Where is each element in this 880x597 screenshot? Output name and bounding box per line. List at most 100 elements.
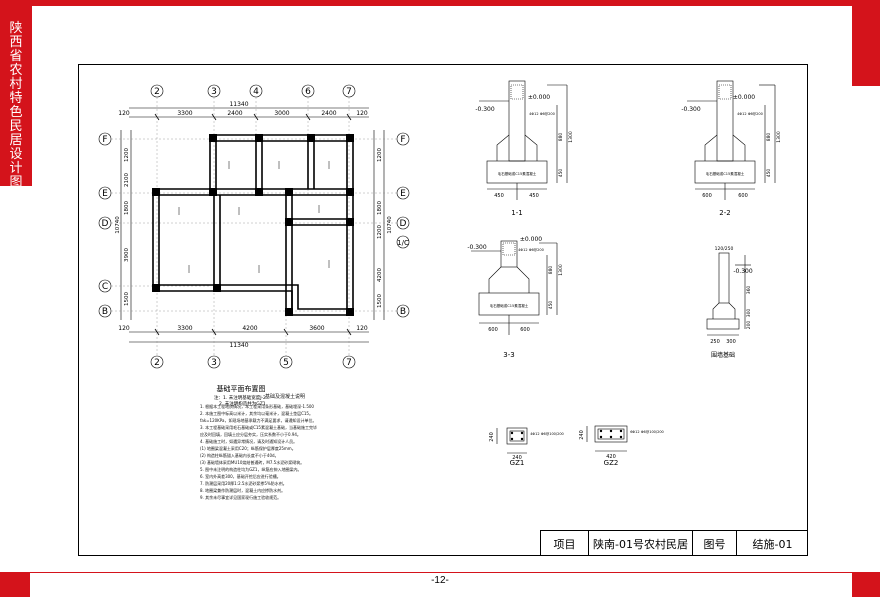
foundation-walls bbox=[152, 134, 354, 316]
dim-right-total: 10740 bbox=[387, 216, 393, 234]
dim-vert: 880 bbox=[558, 133, 564, 142]
dim-bottom: 120 bbox=[356, 325, 368, 332]
right-red-band-bottom bbox=[852, 572, 880, 597]
detail-wall-base bbox=[706, 252, 751, 336]
dim-bottom: 3600 bbox=[309, 325, 324, 332]
elevation: ±0.000 bbox=[528, 94, 550, 101]
dim: 450 bbox=[529, 193, 539, 199]
axis-left-label: B bbox=[102, 307, 108, 317]
note-line: 4. 基础施工时，如遇异常情况，请及时通知设计人员。 bbox=[200, 439, 298, 444]
project-name: 陕南-01号农村民居 bbox=[589, 531, 693, 556]
dim-top: 3000 bbox=[274, 110, 289, 117]
dim: 600 bbox=[702, 193, 712, 199]
dim-vert: 1300 bbox=[776, 131, 782, 143]
base-note: 毛石基础或C15素混凝土 bbox=[706, 171, 745, 176]
top-red-bar bbox=[0, 0, 880, 6]
rebar-note: 4Φ12 Φ6@200 bbox=[529, 112, 555, 116]
construction-notes: 基础及混凝土说明 1. 根据本工程地质情况，本工程采用条形基础，基础埋深-1.5… bbox=[200, 394, 370, 501]
column-rebar: 4Φ12 Φ6@100/200 bbox=[530, 432, 564, 436]
notes-title: 基础及混凝土说明 bbox=[264, 394, 305, 400]
axis-top-label: 4 bbox=[253, 87, 259, 97]
dim-top: 120 bbox=[356, 110, 368, 117]
column-label: GZ1 bbox=[510, 459, 525, 467]
dim-right: 1200 bbox=[377, 225, 383, 239]
note-line: 应及时回填，回填土应分层夯实，压实系数不小于0.94。 bbox=[200, 432, 301, 437]
note-line: (3) 基础墙体采用MU10烧结普通砖，M7.5水泥砂浆砌筑。 bbox=[200, 460, 305, 465]
axis-top-label: 2 bbox=[154, 87, 160, 97]
dim-top: 2400 bbox=[227, 110, 242, 117]
dim-right: 4200 bbox=[377, 268, 383, 282]
column-size: 240 bbox=[489, 432, 495, 442]
dim: 450 bbox=[494, 193, 504, 199]
column-gz1 bbox=[496, 427, 528, 454]
axis-left-label: F bbox=[102, 135, 107, 145]
axis-top-label: 7 bbox=[346, 87, 352, 97]
base-note: 毛石基础或C15素混凝土 bbox=[490, 303, 529, 308]
axis-top-label: 6 bbox=[305, 87, 311, 97]
dim-vert: 880 bbox=[548, 266, 554, 275]
detail-label: 围墙基础 bbox=[711, 351, 735, 359]
note-line: fak=120KPa，如现场地基承载力不满足要求，请通知设计单位。 bbox=[200, 418, 317, 423]
dim-vert: 450 bbox=[766, 169, 772, 178]
note-line: 8. 地圈梁兼作防潮层时，混凝土内应掺防水剂。 bbox=[200, 488, 286, 493]
dim-top: 120 bbox=[118, 110, 130, 117]
note-line: 9. 其余未尽事宜详见国家现行施工验收规范。 bbox=[200, 495, 282, 500]
elevation: ±0.000 bbox=[733, 94, 755, 101]
dim-left: 1500 bbox=[124, 292, 130, 306]
dim-left-total: 10740 bbox=[115, 216, 121, 234]
dim-right: 1500 bbox=[377, 294, 383, 308]
detail-label: 1-1 bbox=[511, 209, 522, 217]
note-line: 6. 室内外高差300，基础开挖后应进行验槽。 bbox=[200, 474, 281, 479]
title-block: 项目 陕南-01号农村民居 图号 结施-01 bbox=[540, 530, 808, 556]
axis-top-label: 3 bbox=[211, 87, 217, 97]
note-line: (1) 地圈梁混凝土采用C20；纵筋保护层厚度25mm。 bbox=[200, 446, 296, 451]
title-block-label-drawing: 图号 bbox=[693, 531, 737, 556]
base-note: 毛石基础或C15素混凝土 bbox=[498, 171, 537, 176]
drawing-number: 结施-01 bbox=[752, 537, 793, 551]
axis-bottom-label: 2 bbox=[154, 358, 160, 368]
axis-right-label: 1/C bbox=[397, 239, 409, 247]
dim-top: 3300 bbox=[177, 110, 192, 117]
elevation: -0.300 bbox=[733, 268, 753, 275]
dim-left: 1800 bbox=[124, 201, 130, 215]
footer-divider bbox=[30, 572, 852, 573]
left-sidebar-band: 陕西省农村特色民居设计图集 bbox=[0, 0, 32, 204]
note-line: (2) 构造柱纵筋锚入基础内长度不小于40d。 bbox=[200, 453, 279, 458]
dim-bottom: 120 bbox=[118, 325, 130, 332]
detail-1-1 bbox=[479, 80, 568, 200]
elevation: -0.300 bbox=[467, 244, 487, 251]
dim-bottom: 4200 bbox=[242, 325, 257, 332]
dim-top: 2400 bbox=[321, 110, 336, 117]
rebar-note: 4Φ12 Φ6@200 bbox=[518, 248, 544, 252]
axis-bottom-label: 3 bbox=[211, 358, 217, 368]
detail-3-3 bbox=[471, 240, 558, 335]
column-label: GZ2 bbox=[604, 459, 619, 467]
elevation: -0.300 bbox=[475, 106, 495, 113]
dim: 300 bbox=[726, 339, 736, 345]
drawing-canvas: 2 3 4 6 7 2 3 5 7 F E D C B F E D 1/C B … bbox=[98, 80, 782, 467]
column-size: 420 bbox=[606, 454, 616, 460]
dim-vert: 1300 bbox=[558, 264, 564, 276]
right-red-band-top bbox=[852, 0, 880, 86]
column-size: 240 bbox=[579, 430, 585, 440]
plan-note: 注：1. 未注明基础宽度J-2 bbox=[214, 394, 266, 401]
dim-bottom: 3300 bbox=[177, 325, 192, 332]
detail-2-2 bbox=[687, 80, 776, 200]
axis-left-label: C bbox=[102, 282, 108, 292]
column-size: 240 bbox=[512, 455, 522, 461]
note-line: 5. 图中未注明的构造柱均为GZ1，纵筋应伸入地圈梁内。 bbox=[200, 467, 302, 472]
axis-left-label: D bbox=[102, 219, 109, 229]
wall-top-size: 120/250 bbox=[715, 246, 734, 252]
atlas-title: 陕西省农村特色民居设计图集 bbox=[9, 21, 23, 204]
detail-label: 2-2 bbox=[719, 209, 730, 217]
axis-right-label: E bbox=[400, 189, 406, 199]
dim: 600 bbox=[488, 327, 498, 333]
constructional-columns bbox=[152, 134, 354, 316]
dim-vert: 880 bbox=[766, 133, 772, 142]
left-red-band-bottom bbox=[0, 572, 30, 597]
plan-note: 2. 未注明构造柱为GZ1 bbox=[219, 400, 266, 407]
dim-vert: 1300 bbox=[568, 131, 574, 143]
dim-vert: 450 bbox=[558, 169, 564, 178]
note-line: 3. 本工程基础采用毛石基础或C15素混凝土基础，当基础施工完毕 bbox=[200, 425, 317, 430]
title-block-label-project: 项目 bbox=[541, 531, 589, 556]
